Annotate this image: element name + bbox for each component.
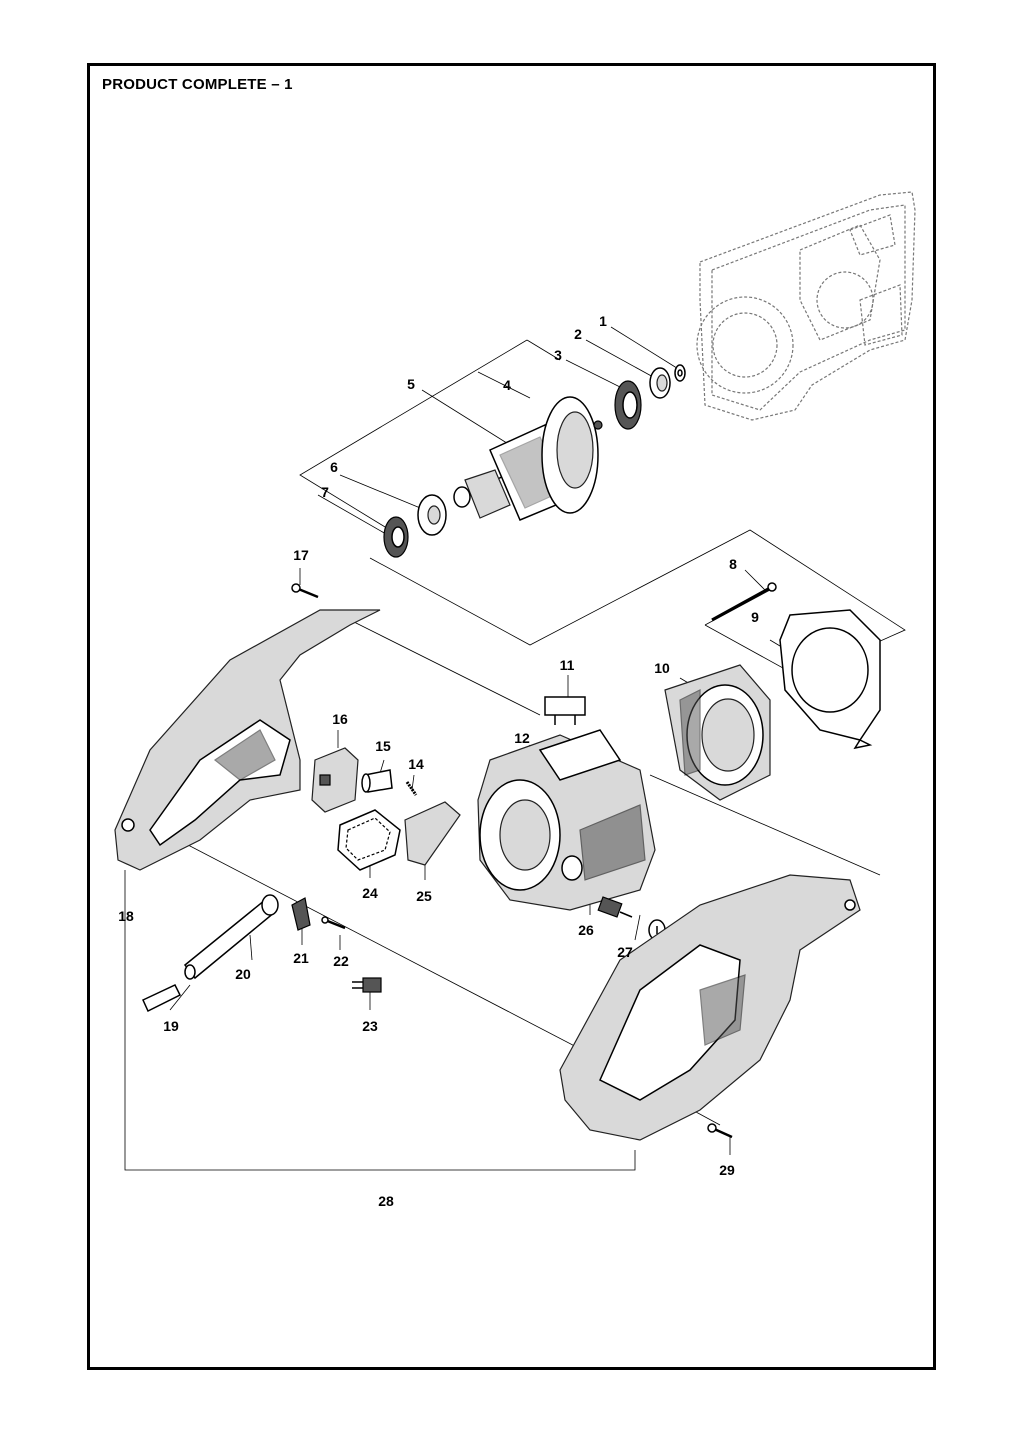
part-21-clamp — [291, 897, 311, 931]
callout-19: 19 — [163, 1018, 179, 1034]
gear-housing-outline — [696, 191, 916, 421]
callout-9: 9 — [751, 609, 759, 625]
part-7-bearing — [383, 516, 409, 558]
callout-4: 4 — [503, 377, 511, 393]
part-8-screw — [711, 582, 777, 622]
callout-17: 17 — [293, 547, 309, 563]
callout-10: 10 — [654, 660, 670, 676]
callout-26: 26 — [578, 922, 594, 938]
callout-11: 11 — [560, 657, 575, 673]
callout-12: 12 — [514, 730, 530, 746]
page-title: PRODUCT COMPLETE – 1 — [102, 76, 293, 93]
callout-15: 15 — [375, 738, 391, 754]
page-border — [87, 63, 936, 1370]
leader-lines — [124, 326, 906, 1171]
part-1-washer — [674, 364, 686, 382]
callout-22: 22 — [333, 953, 349, 969]
callout-6: 6 — [330, 459, 338, 475]
part-2-bushing — [649, 367, 671, 399]
callout-20: 20 — [235, 966, 251, 982]
callout-14: 14 — [408, 756, 424, 772]
part-24-filter — [337, 809, 401, 871]
part-18-handle-left — [114, 609, 381, 871]
callout-7: 7 — [321, 484, 329, 500]
part-17-screw — [291, 583, 319, 599]
part-19-plug — [142, 984, 182, 1013]
callout-5: 5 — [407, 376, 415, 392]
part-20-cable-protector — [183, 894, 279, 980]
part-6-bushing — [417, 494, 447, 536]
part-29-screw — [707, 1123, 733, 1139]
part-26-brush — [597, 896, 633, 918]
callouts: 1 2 3 4 5 6 7 8 9 10 11 12 14 15 16 17 1… — [118, 313, 759, 1209]
callout-3: 3 — [554, 347, 562, 363]
part-9-fan-cover — [779, 609, 881, 750]
callout-29: 29 — [719, 1162, 735, 1178]
callout-18: 18 — [118, 908, 134, 924]
callout-25: 25 — [416, 888, 432, 904]
callout-21: 21 — [293, 950, 309, 966]
callout-16: 16 — [332, 711, 348, 727]
part-11-switch — [544, 696, 586, 725]
part-28-handle-right — [559, 874, 861, 1141]
part-4-armature — [453, 396, 603, 521]
part-15-cylinder — [361, 769, 393, 793]
part-10-stator — [664, 664, 771, 801]
part-16-connector — [311, 747, 359, 813]
callout-27: 27 — [617, 944, 633, 960]
part-22-screw — [321, 916, 346, 930]
callout-23: 23 — [362, 1018, 378, 1034]
part-23-capacitor — [352, 977, 382, 993]
callout-28: 28 — [378, 1193, 394, 1209]
callout-24: 24 — [362, 885, 378, 901]
part-12-motor-housing — [477, 729, 656, 911]
part-14-spring — [405, 781, 418, 796]
callout-2: 2 — [574, 326, 582, 342]
callout-1: 1 — [599, 313, 607, 329]
callout-8: 8 — [729, 556, 737, 572]
part-25-lever — [404, 801, 461, 866]
part-3-bearing — [614, 380, 642, 430]
